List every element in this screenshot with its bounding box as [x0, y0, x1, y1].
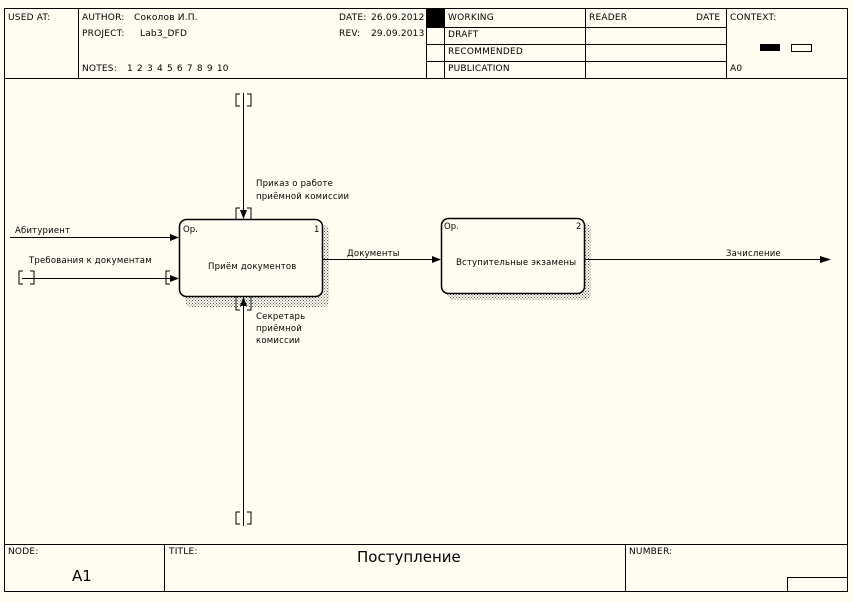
arrow-label-documents: Документы	[347, 249, 400, 259]
rev-value: 29.09.2013	[371, 29, 425, 39]
box1	[178, 218, 324, 298]
arrow-label-requirements: Требования к документам	[29, 256, 152, 266]
node-value: A1	[72, 567, 92, 585]
reader-label: READER	[589, 13, 628, 23]
number-label: NUMBER:	[629, 547, 673, 557]
author-value: Соколов И.П.	[134, 13, 198, 23]
node-label: NODE:	[8, 547, 39, 557]
status-recommended: RECOMMENDED	[448, 47, 524, 57]
outer-frame	[4, 8, 848, 592]
rev-label: REV:	[339, 29, 361, 39]
context-label: CONTEXT:	[730, 13, 777, 23]
date-value: 26.09.2012	[371, 13, 425, 23]
box2	[440, 217, 586, 295]
box2-op: Op.	[444, 222, 459, 232]
arrow-label-enrollment: Зачисление	[726, 249, 781, 259]
box2-number: 2	[576, 222, 582, 232]
author-label: AUTHOR:	[82, 13, 125, 23]
context-box-empty	[791, 44, 812, 52]
notes-label: NOTES:	[82, 64, 117, 74]
box1-op: Op.	[183, 225, 198, 235]
box1-number: 1	[314, 225, 320, 235]
title-label: TITLE:	[169, 547, 198, 557]
used-at-label: USED AT:	[8, 13, 51, 23]
box1-label[interactable]: Приём документов	[208, 262, 297, 272]
status-working: WORKING	[448, 13, 494, 23]
context-node: A0	[730, 64, 743, 74]
notes-value: 1 2 3 4 5 6 7 8 9 10	[127, 64, 229, 74]
box2-label[interactable]: Вступительные экзамены	[456, 258, 577, 268]
reader-date-label: DATE	[696, 13, 721, 23]
arrow-label-secretary-2: приёмной	[256, 324, 303, 334]
context-box-filled	[760, 44, 780, 51]
project-value: Lab3_DFD	[140, 29, 188, 39]
arrow-label-secretary-3: комиссии	[256, 336, 301, 346]
working-status-marker	[427, 9, 444, 27]
diagram-title: Поступление	[357, 548, 461, 566]
date-label: DATE:	[339, 13, 367, 23]
arrow-label-order-1: Приказ о работе	[256, 179, 334, 189]
arrow-label-abiturient: Абитуриент	[15, 226, 71, 236]
status-draft: DRAFT	[448, 30, 479, 40]
arrow-label-order-2: приёмной комиссии	[256, 192, 350, 202]
status-publication: PUBLICATION	[448, 64, 510, 74]
arrow-label-secretary-1: Секретарь	[256, 312, 306, 322]
project-label: PROJECT:	[82, 29, 125, 39]
